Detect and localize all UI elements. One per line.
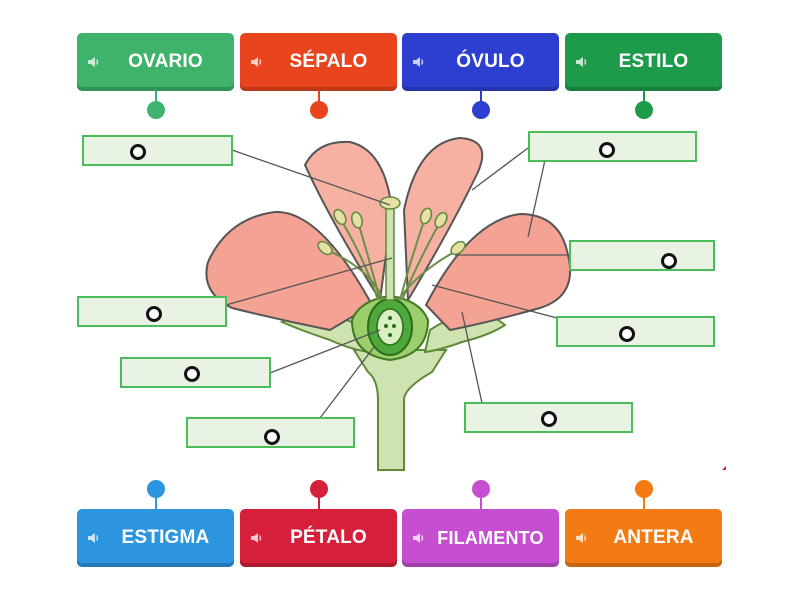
speaker-icon[interactable]: [77, 55, 109, 69]
pin-stem: [480, 90, 482, 104]
drop-zone[interactable]: [556, 316, 715, 347]
pin-dot: [472, 101, 490, 119]
pin-dot: [147, 480, 165, 498]
chip-estigma[interactable]: ESTIGMA: [77, 509, 234, 567]
pin-stem: [643, 90, 645, 104]
chip-label: PÉTALO: [290, 527, 367, 548]
drop-target-ring: [264, 429, 280, 445]
drop-zone[interactable]: [464, 402, 633, 433]
drop-target-ring: [146, 306, 162, 322]
pin-dot: [472, 480, 490, 498]
chip-label: SÉPALO: [289, 51, 368, 72]
drop-zone[interactable]: [82, 135, 233, 166]
drop-zone[interactable]: [569, 240, 715, 271]
pin-dot: [635, 480, 653, 498]
chip-label: ESTILO: [618, 51, 689, 72]
speaker-icon[interactable]: [240, 55, 272, 69]
chip-label: ANTERA: [613, 527, 694, 548]
speaker-icon[interactable]: [402, 55, 434, 69]
pin-dot: [310, 101, 328, 119]
chip-label: OVARIO: [128, 51, 203, 72]
chip-estilo[interactable]: ESTILO: [565, 33, 722, 91]
drop-target-ring: [541, 411, 557, 427]
chip-sepalo[interactable]: SÉPALO: [240, 33, 397, 91]
drop-zone[interactable]: [528, 131, 697, 162]
pin-stem: [318, 495, 320, 509]
chip-label: FILAMENTO: [437, 527, 544, 548]
chip-filamento[interactable]: FILAMENTO: [402, 509, 559, 567]
speaker-icon[interactable]: [565, 531, 597, 545]
pin-stem: [480, 495, 482, 509]
speaker-icon[interactable]: [77, 531, 109, 545]
speaker-icon[interactable]: [240, 531, 272, 545]
chip-ovulo[interactable]: ÓVULO: [402, 33, 559, 91]
drop-zone[interactable]: [120, 357, 271, 388]
drop-target-ring: [130, 144, 146, 160]
chip-ovario[interactable]: OVARIO: [77, 33, 234, 91]
drop-target-ring: [184, 366, 200, 382]
chip-antera[interactable]: ANTERA: [565, 509, 722, 567]
drop-target-ring: [599, 142, 615, 158]
speaker-icon[interactable]: [565, 55, 597, 69]
pin-dot: [147, 101, 165, 119]
chip-label: ESTIGMA: [121, 527, 210, 548]
pin-stem: [318, 90, 320, 104]
chip-label: ÓVULO: [456, 51, 525, 72]
pin-stem: [155, 495, 157, 509]
drop-target-ring: [619, 326, 635, 342]
drop-zone[interactable]: [77, 296, 227, 327]
speaker-icon[interactable]: [402, 531, 434, 545]
drop-target-ring: [661, 253, 677, 269]
drop-zone[interactable]: [186, 417, 355, 448]
pin-dot: [635, 101, 653, 119]
chip-petalo[interactable]: PÉTALO: [240, 509, 397, 567]
pin-dot: [310, 480, 328, 498]
pin-stem: [155, 90, 157, 104]
pin-stem: [643, 495, 645, 509]
